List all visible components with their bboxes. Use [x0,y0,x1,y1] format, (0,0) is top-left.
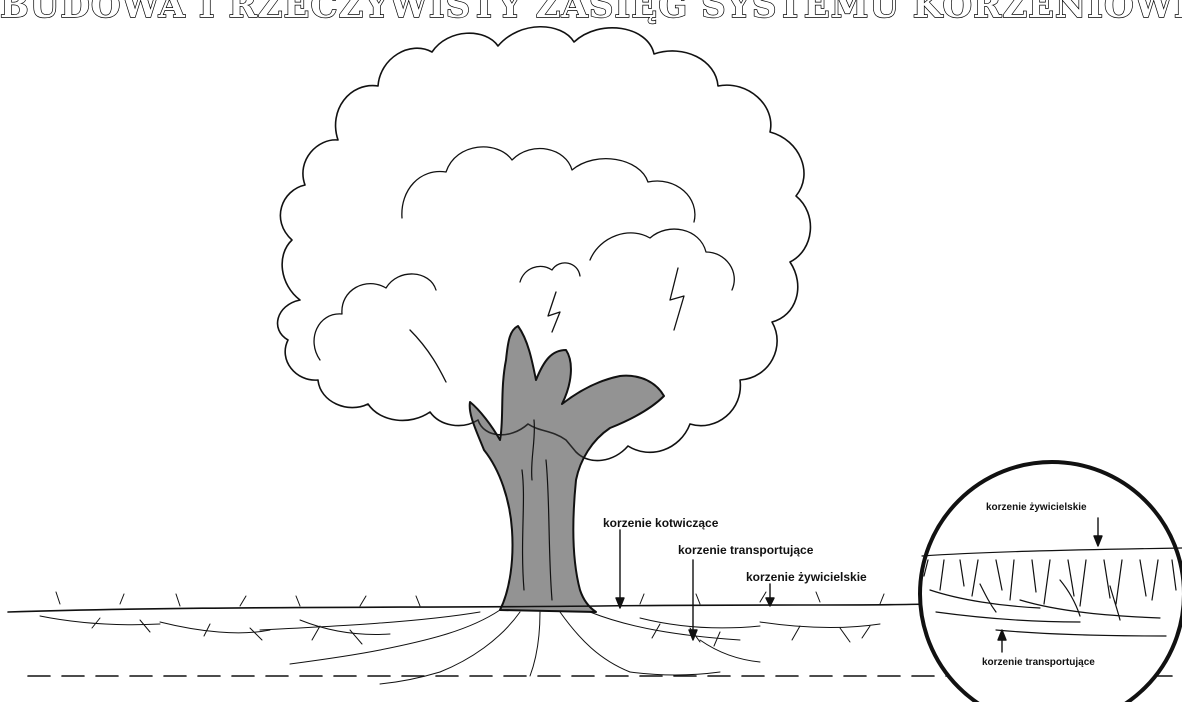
inset-label-transport-roots: korzenie transportujące [982,657,1095,668]
label-anchoring-roots: korzenie kotwiczące [603,516,718,530]
label-transport-roots: korzenie transportujące [678,543,813,557]
inset-label-feeding-roots: korzenie żywicielskie [986,502,1087,513]
tree-trunk [470,326,664,612]
label-feeding-roots: korzenie żywicielskie [746,570,867,584]
ground-line [8,604,928,612]
